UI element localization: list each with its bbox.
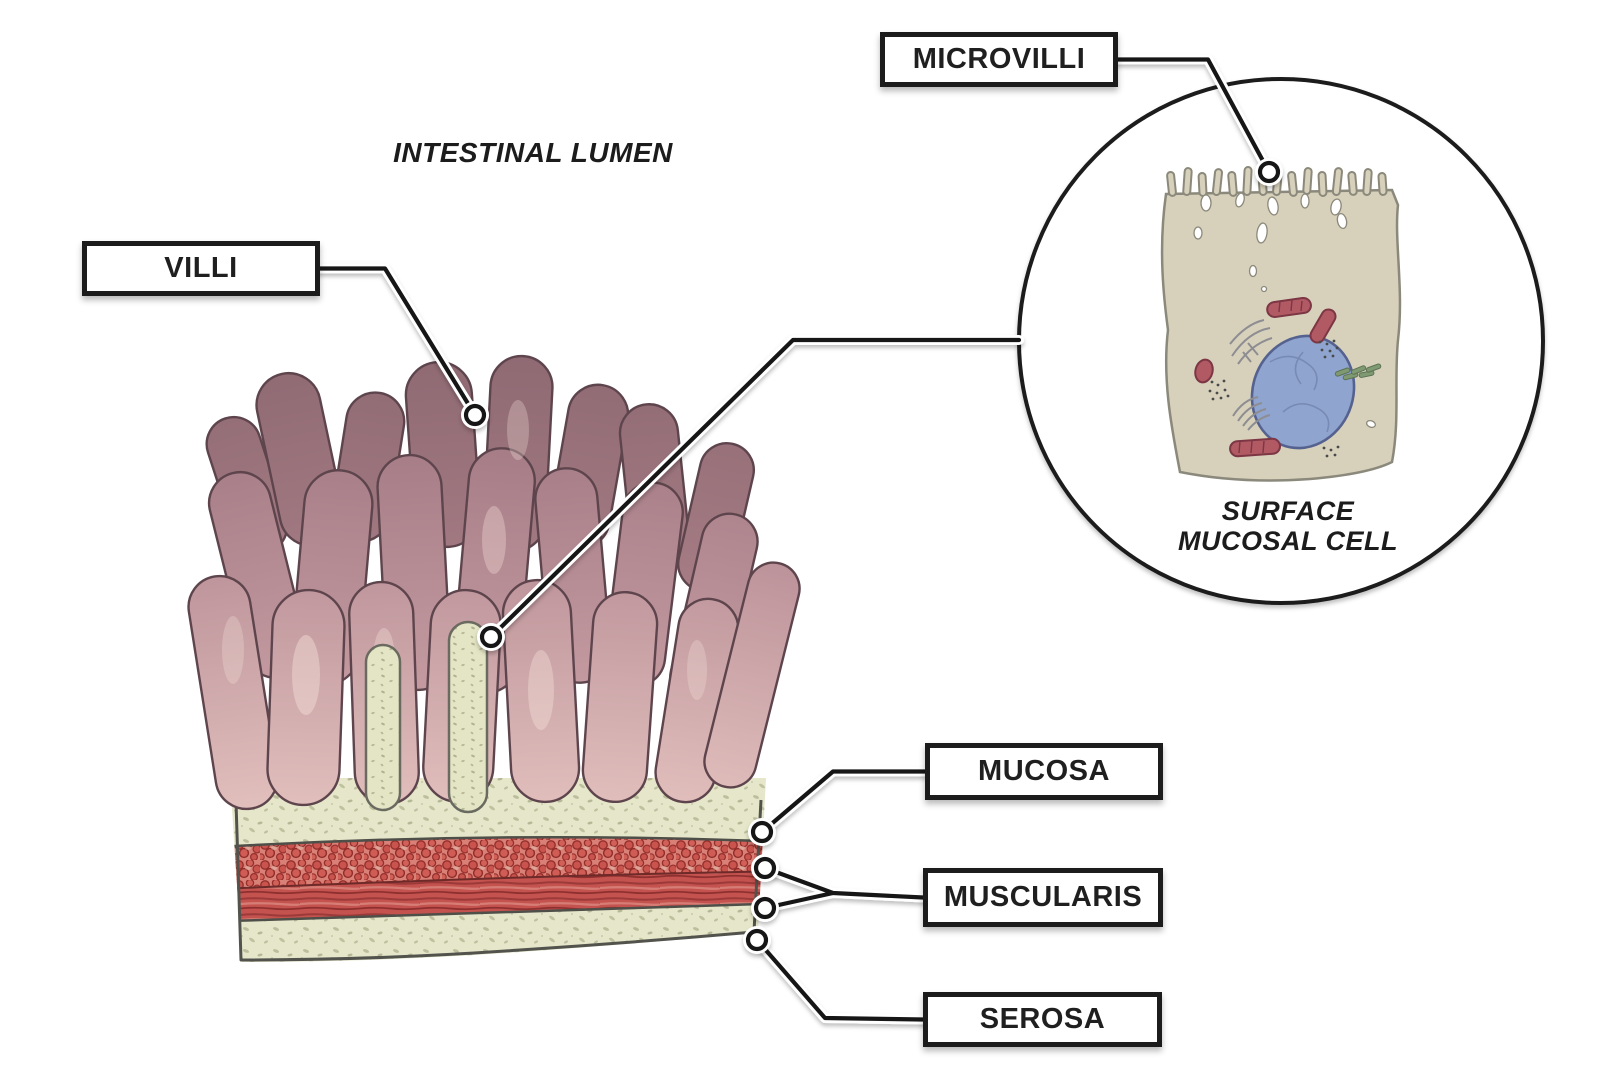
marker-cell-inset: [477, 623, 505, 651]
callout-markers: [461, 158, 1283, 954]
cell-nucleus: [1250, 334, 1356, 450]
wall-layers: [230, 778, 766, 962]
intestinal-wall-illustration: [187, 354, 801, 962]
cell-vacuoles: [1193, 192, 1377, 429]
label-mucosa-text: MUCOSA: [978, 755, 1110, 787]
inset-caption: SURFACE MUCOSAL CELL: [1128, 496, 1448, 556]
band-boundary-line: [230, 901, 766, 924]
intestinal-lumen-label: INTESTINAL LUMEN: [393, 137, 673, 168]
wall-slab-outline: [234, 799, 763, 962]
label-mucosa: MUCOSA: [925, 743, 1163, 800]
label-muscularis: MUSCULARIS: [923, 868, 1163, 927]
band-boundary-line: [230, 835, 766, 850]
marker-serosa: [743, 926, 771, 954]
leader-mucosa: [757, 766, 930, 837]
ribosome-dots: [1208, 339, 1340, 458]
marker-mucosa: [748, 818, 776, 846]
band-boundary-line: [230, 870, 766, 891]
leader-microvilli: [1113, 54, 1274, 177]
label-microvilli: MICROVILLI: [880, 32, 1118, 87]
marker-villi: [461, 401, 489, 429]
golgi-apparatus: [1229, 319, 1273, 431]
inset-caption-line2: MUCOSAL CELL: [1178, 526, 1398, 557]
inset-caption-line1: SURFACE: [1221, 496, 1355, 526]
inset-magnifier: [1017, 77, 1545, 605]
label-serosa-text: SEROSA: [979, 1003, 1106, 1035]
surface-mucosal-cell: [1160, 166, 1402, 482]
label-villi-text: VILLI: [164, 252, 238, 284]
label-villi: VILLI: [82, 241, 320, 296]
marker-microvilli: [1255, 158, 1283, 186]
label-microvilli-text: MICROVILLI: [912, 43, 1086, 75]
label-serosa: SEROSA: [923, 992, 1162, 1047]
mitochondria: [1194, 296, 1337, 458]
granular-muscle-band: [230, 837, 766, 890]
label-muscularis-text: MUSCULARIS: [943, 881, 1143, 913]
leader-villi: [315, 263, 480, 420]
green-organelle: [1334, 363, 1382, 381]
leader-serosa: [752, 935, 928, 1025]
crypt-channels: [364, 620, 489, 814]
marker-muscularis-upper: [751, 854, 779, 882]
leader-cell-inset: [486, 335, 1024, 642]
leader-lines: [315, 54, 1274, 1025]
marker-muscularis-lower: [751, 894, 779, 922]
leader-muscularis: [760, 863, 928, 913]
